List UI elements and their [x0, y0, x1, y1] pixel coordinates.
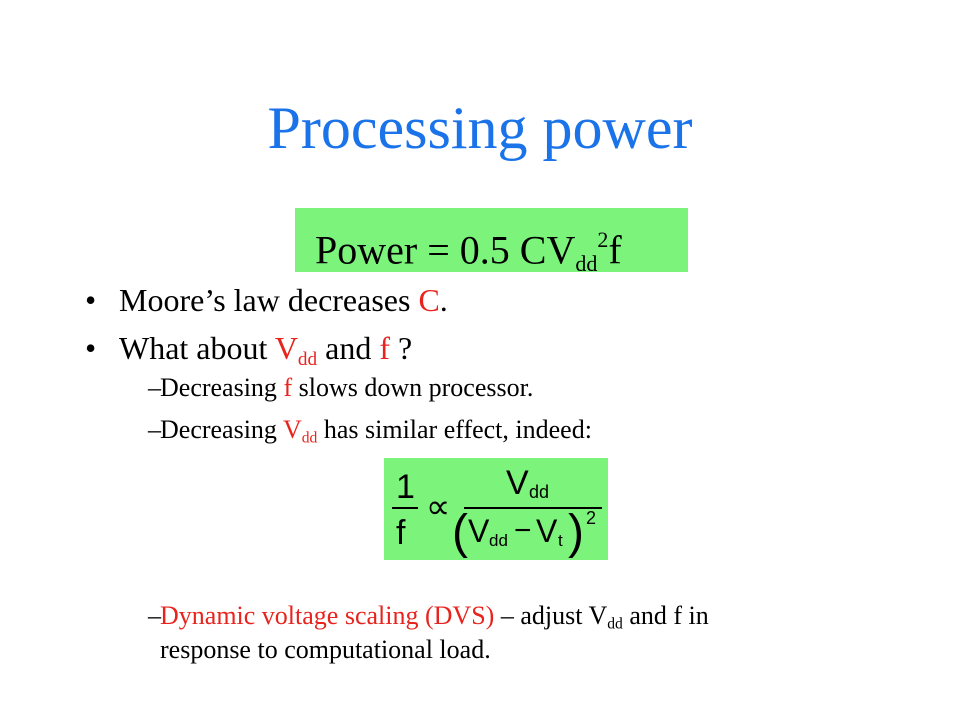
bullet-2-text: What about Vdd and f ? [119, 328, 412, 380]
formula-prefix: Power = 0.5 CV [315, 227, 576, 273]
eq-paren-close: ) [568, 506, 584, 559]
eq-denom-v2-sub: t [558, 531, 563, 550]
subbullet-1-part2: slows down processor. [292, 373, 534, 402]
bullet-1-part2: . [439, 282, 448, 318]
bullet-2-mid: and [317, 330, 380, 366]
bullet-1-red: C [418, 282, 440, 318]
subbullet-3-part1: – adjust V [494, 601, 608, 630]
subbullet-2-vsub: dd [301, 429, 318, 447]
subbullet-2-text: Decreasing Vdd has similar effect, indee… [160, 414, 592, 455]
bullet-dot: • [85, 282, 97, 318]
eq-paren-open: ( [452, 506, 468, 559]
eq-proportional-symbol: ∝ [426, 488, 450, 526]
bullet-2-f: f [379, 330, 390, 366]
bullet-dot: • [85, 330, 97, 366]
power-formula-box: Power = 0.5 CVdd2f [295, 208, 688, 276]
frequency-equation: 1 f ∝ V dd ( V dd − V t ) 2 [392, 464, 602, 559]
frequency-equation-box: 1 f ∝ V dd ( V dd − V t ) 2 [384, 458, 608, 560]
subbullet-2-vdd: Vdd [282, 415, 318, 447]
slide-title: Processing power [267, 95, 693, 161]
formula-suffix: f [608, 227, 622, 273]
power-formula: Power = 0.5 CVdd2f [315, 216, 622, 288]
bullet-2-part1: What about [119, 330, 275, 366]
formula-sub: dd [575, 251, 598, 277]
subbullet-1-part1: Decreasing [160, 373, 284, 402]
subbullet-3-part2: and f in [622, 601, 709, 630]
subbullet-2-part1: Decreasing [160, 415, 283, 444]
subbullet-dash: – [148, 601, 161, 630]
bullet-1-text: Moore’s law decreases C. [119, 280, 448, 320]
subbullet-3-text: Dynamic voltage scaling (DVS) – adjust V… [160, 600, 709, 641]
subbullet-1-text: Decreasing f slows down processor. [160, 372, 533, 404]
bullet-2-end: ? [389, 330, 413, 366]
subbullet-3-sub: dd [607, 615, 623, 633]
bullet-2-v: V [274, 330, 298, 366]
eq-numerator-left: 1 [396, 468, 415, 506]
eq-exponent: 2 [586, 508, 596, 528]
eq-denom-v2: V [536, 513, 558, 549]
formula-sup: 2 [597, 227, 609, 252]
eq-denominator-left: f [396, 514, 406, 552]
bullet-2-vdd: Vdd [274, 330, 317, 370]
eq-denom-v1-sub: dd [489, 531, 508, 550]
bullet-1-part1: Moore’s law decreases [119, 282, 419, 318]
eq-numerator-right: V [506, 464, 529, 502]
subbullet-3-line2-text: response to computational load. [160, 635, 491, 664]
subbullet-3-red: Dynamic voltage scaling (DVS) [160, 601, 495, 630]
subbullet-dash: – [148, 373, 161, 402]
subbullet-1-red: f [283, 373, 293, 402]
eq-numerator-right-sub: dd [529, 482, 549, 502]
subbullet-dash: – [148, 415, 161, 444]
eq-minus: − [514, 514, 532, 547]
subbullet-2-part2: has similar effect, indeed: [317, 415, 592, 444]
bullet-2-vsub: dd [297, 348, 318, 370]
subbullet-2-v: V [282, 415, 302, 444]
eq-denom-v1: V [468, 513, 490, 549]
